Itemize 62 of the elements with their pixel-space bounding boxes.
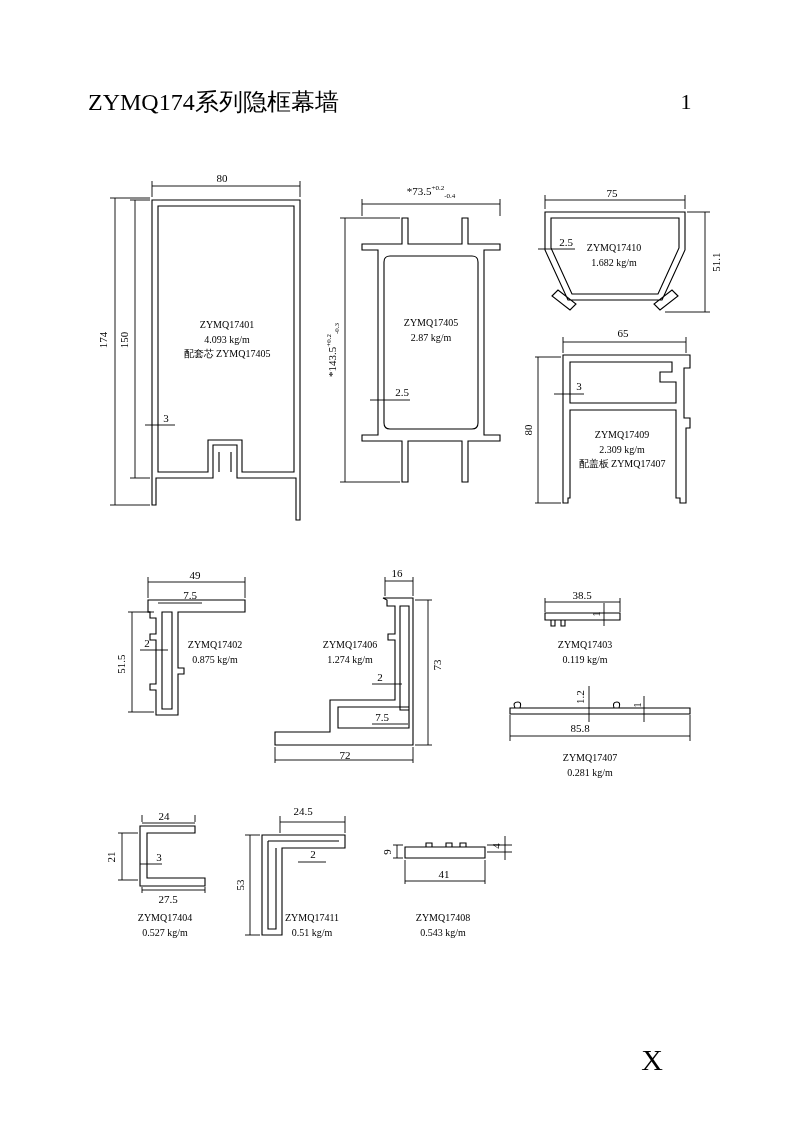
dimension-label: 2 [144,637,150,649]
dimension-label: 150 [118,331,130,349]
page-number: 1 [680,91,692,113]
part-number: ZYMQ17406 [322,637,378,652]
note-text: 配套芯 ZYMQ17405 [183,347,271,362]
dimension-label: 80 [216,172,228,184]
part-number: ZYMQ17403 [557,637,613,652]
dimension-label: 27.5 [158,893,178,905]
dimension-label: 1.2 [574,690,586,704]
dimension-label: 21 [105,851,117,863]
weight-label: 0.527 kg/m [141,925,189,940]
dimension-label: 2 [310,848,316,860]
dimension-label: 7.5 [183,589,197,601]
dimension-label: 1 [590,611,602,617]
weight-label: 1.274 kg/m [326,652,374,667]
dimension-label: 1 [631,702,643,708]
weight-label: 2.309 kg/m [598,442,646,457]
corner-mark: X [641,1045,663,1075]
dimension-label: 51.5 [115,654,127,674]
part-number: ZYMQ17410 [586,240,642,255]
dimension-label: 65 [617,327,629,339]
part-number: ZYMQ17401 [198,318,256,333]
dimension-label: 3 [576,380,582,392]
weight-label: 0.281 kg/m [566,765,614,780]
weight-label: 0.119 kg/m [561,652,609,667]
dimension-label: 38.5 [572,589,592,601]
dimension-label: 174 [97,331,109,349]
weight-label: 1.682 kg/m [590,255,638,270]
dimension-label: 73 [431,659,443,671]
dimension-label: 9 [381,849,393,855]
part-number: ZYMQ17404 [137,910,193,925]
dimension-label: 2.5 [395,386,409,398]
dimension-label: 2 [377,671,383,683]
dimension-label: 80 [522,424,534,436]
dimension-label: 24.5 [293,805,313,817]
dimension-label: 75 [606,187,618,199]
part-number: ZYMQ17408 [415,910,471,925]
part-number: ZYMQ17409 [593,428,651,443]
part-number: ZYMQ17407 [562,750,618,765]
dimension-label: 72 [339,749,351,761]
dimension-label: 51.1 [710,252,722,272]
dimension-label: 24 [158,810,170,822]
page-title: ZYMQ174系列隐框幕墙 [88,88,339,117]
part-number: ZYMQ17411 [284,910,340,925]
dimension-label: 85.8 [570,722,590,734]
weight-label: 4.093 kg/m [203,332,251,347]
dimension-label: 7.5 [375,711,389,723]
dimension-label: 2.5 [559,236,573,248]
weight-label: 0.543 kg/m [419,925,467,940]
part-number: ZYMQ17402 [187,637,243,652]
dimension-label: 3 [163,412,169,424]
dimension-label: 16 [391,567,403,579]
weight-label: 2.87 kg/m [409,330,453,345]
weight-label: 0.51 kg/m [290,925,334,940]
weight-label: 0.875 kg/m [191,652,239,667]
dimension-label: 3 [156,851,162,863]
dimension-label: 41 [438,868,450,880]
dimension-label: 49 [189,569,201,581]
part-number: ZYMQ17405 [403,315,459,330]
dimension-label: 53 [234,879,246,891]
dimension-label: 4 [490,843,502,849]
note-text: 配盖板 ZYMQ17407 [578,457,666,472]
